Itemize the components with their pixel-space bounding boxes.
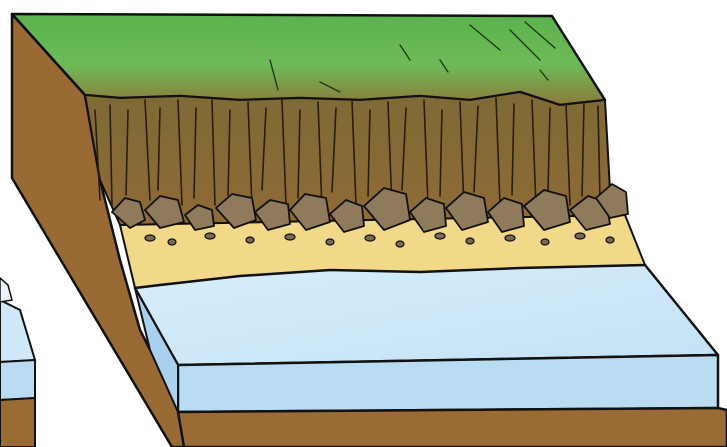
water-surface [135, 265, 718, 365]
adjacent-block-fragment [0, 278, 35, 447]
water-front-face [178, 355, 718, 412]
sediment-base [178, 408, 727, 447]
grass-top [12, 14, 605, 105]
